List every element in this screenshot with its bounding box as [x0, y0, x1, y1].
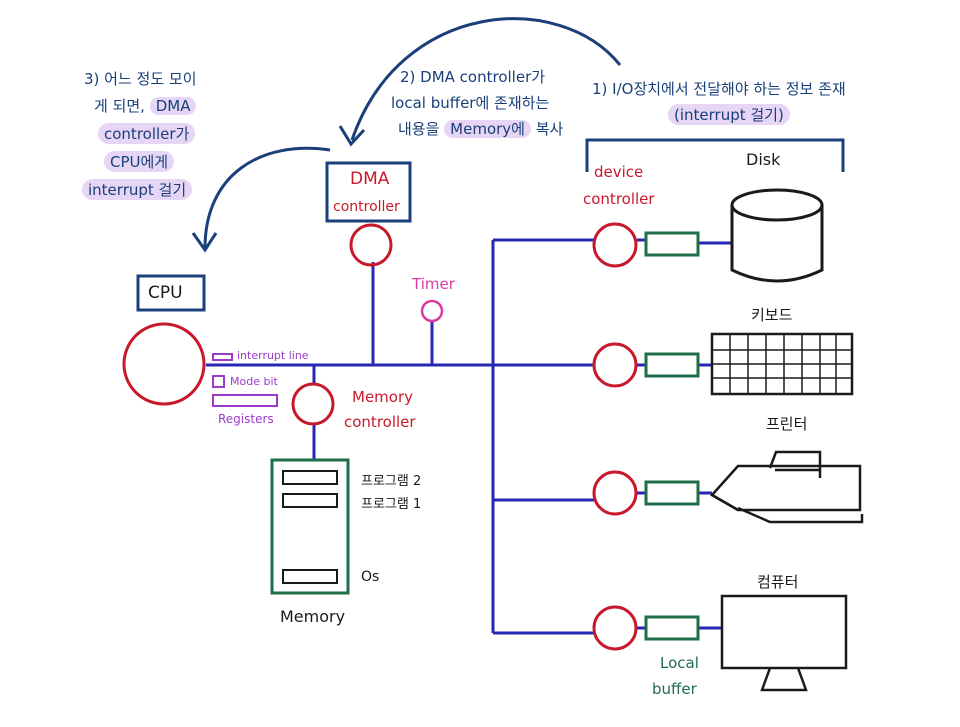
program2-label: 프로그램 2 [361, 474, 422, 489]
annotation-step3-line1: 3) 어느 정도 모이 [84, 70, 197, 88]
annotation-step2-line3-a: 내용을 [398, 120, 445, 138]
disk-label: Disk [746, 150, 781, 169]
memory-slot-program2 [282, 470, 338, 485]
mode-bit-register [212, 375, 225, 388]
annotation-step3-line3: controller가 [98, 123, 196, 144]
interrupt-line-label: interrupt line [237, 349, 309, 362]
printer-label: 프린터 [766, 415, 808, 433]
cpu-core [122, 322, 206, 406]
program1-label: 프로그램 1 [361, 497, 422, 512]
registers-block [212, 394, 278, 407]
local-buffer-keyboard [644, 352, 700, 378]
keyboard-icon [710, 332, 854, 396]
dma-label-line2: controller [333, 199, 400, 215]
annotation-step1-line2: (interrupt 걸기) [668, 104, 790, 125]
registers-label: Registers [218, 412, 274, 426]
system-bus [206, 238, 732, 635]
cpu-box [136, 274, 206, 312]
annotation-step2-line2: local buffer에 존재하는 [391, 94, 550, 112]
annotation-step2-line3-c: 복사 [530, 120, 564, 138]
memory-controller-label-line2: controller [344, 413, 416, 431]
arrow-step2 [350, 17, 622, 141]
cpu-label: CPU [148, 283, 183, 303]
annotation-step3-line4: CPU에게 [104, 151, 175, 172]
dma-label-line1: DMA [350, 169, 390, 189]
disk-bracket [585, 138, 845, 172]
dma-box [325, 161, 412, 223]
timer-node [420, 299, 444, 323]
memory-box [270, 458, 350, 595]
local-buffer-label-line2: buffer [652, 680, 697, 698]
local-buffer-printer [644, 480, 700, 506]
annotation-step2-line3: 내용을 Memory에 복사 [398, 118, 563, 139]
interrupt-line-register [212, 353, 233, 361]
memory-controller-label-line1: Memory [352, 388, 414, 406]
keyboard-label: 키보드 [751, 306, 793, 324]
arrow-step3-head [191, 232, 218, 253]
local-buffer-label-line1: Local [660, 654, 699, 672]
device-controller-label-line2: controller [583, 190, 655, 208]
device-controller-keyboard [592, 342, 638, 388]
mode-bit-label: Mode bit [230, 375, 278, 388]
annotation-step3-line2-b: DMA [149, 97, 197, 115]
computer-icon [720, 594, 848, 692]
annotation-step3-line2-a: 게 되면, [94, 97, 150, 115]
timer-label: Timer [412, 275, 455, 293]
annotation-step3-line5: interrupt 걸기 [82, 179, 193, 200]
device-controller-label-line1: device [594, 163, 644, 181]
device-controller-computer [592, 605, 638, 651]
local-buffer-disk [644, 231, 700, 257]
arrow-step3 [203, 146, 331, 249]
annotation-step2-line3-b: Memory에 [444, 120, 531, 138]
local-buffer-computer [644, 615, 700, 641]
arrow-step2-head [338, 125, 366, 147]
printer-icon [710, 450, 864, 524]
annotation-step2-line1: 2) DMA controller가 [400, 68, 546, 86]
os-label: Os [361, 569, 380, 585]
computer-label: 컴퓨터 [757, 573, 799, 591]
annotation-step3-line2: 게 되면, DMA [94, 95, 197, 116]
annotation-step1-line1: 1) I/O장치에서 전달해야 하는 정보 존재 [592, 80, 846, 98]
device-controller-disk [592, 222, 638, 268]
device-controller-printer [592, 470, 638, 516]
memory-controller-node [291, 382, 335, 426]
memory-label: Memory [280, 607, 346, 626]
memory-slot-program1 [282, 493, 338, 508]
disk-icon [730, 188, 824, 283]
memory-slot-os [282, 569, 338, 584]
dma-controller-node [349, 223, 393, 267]
